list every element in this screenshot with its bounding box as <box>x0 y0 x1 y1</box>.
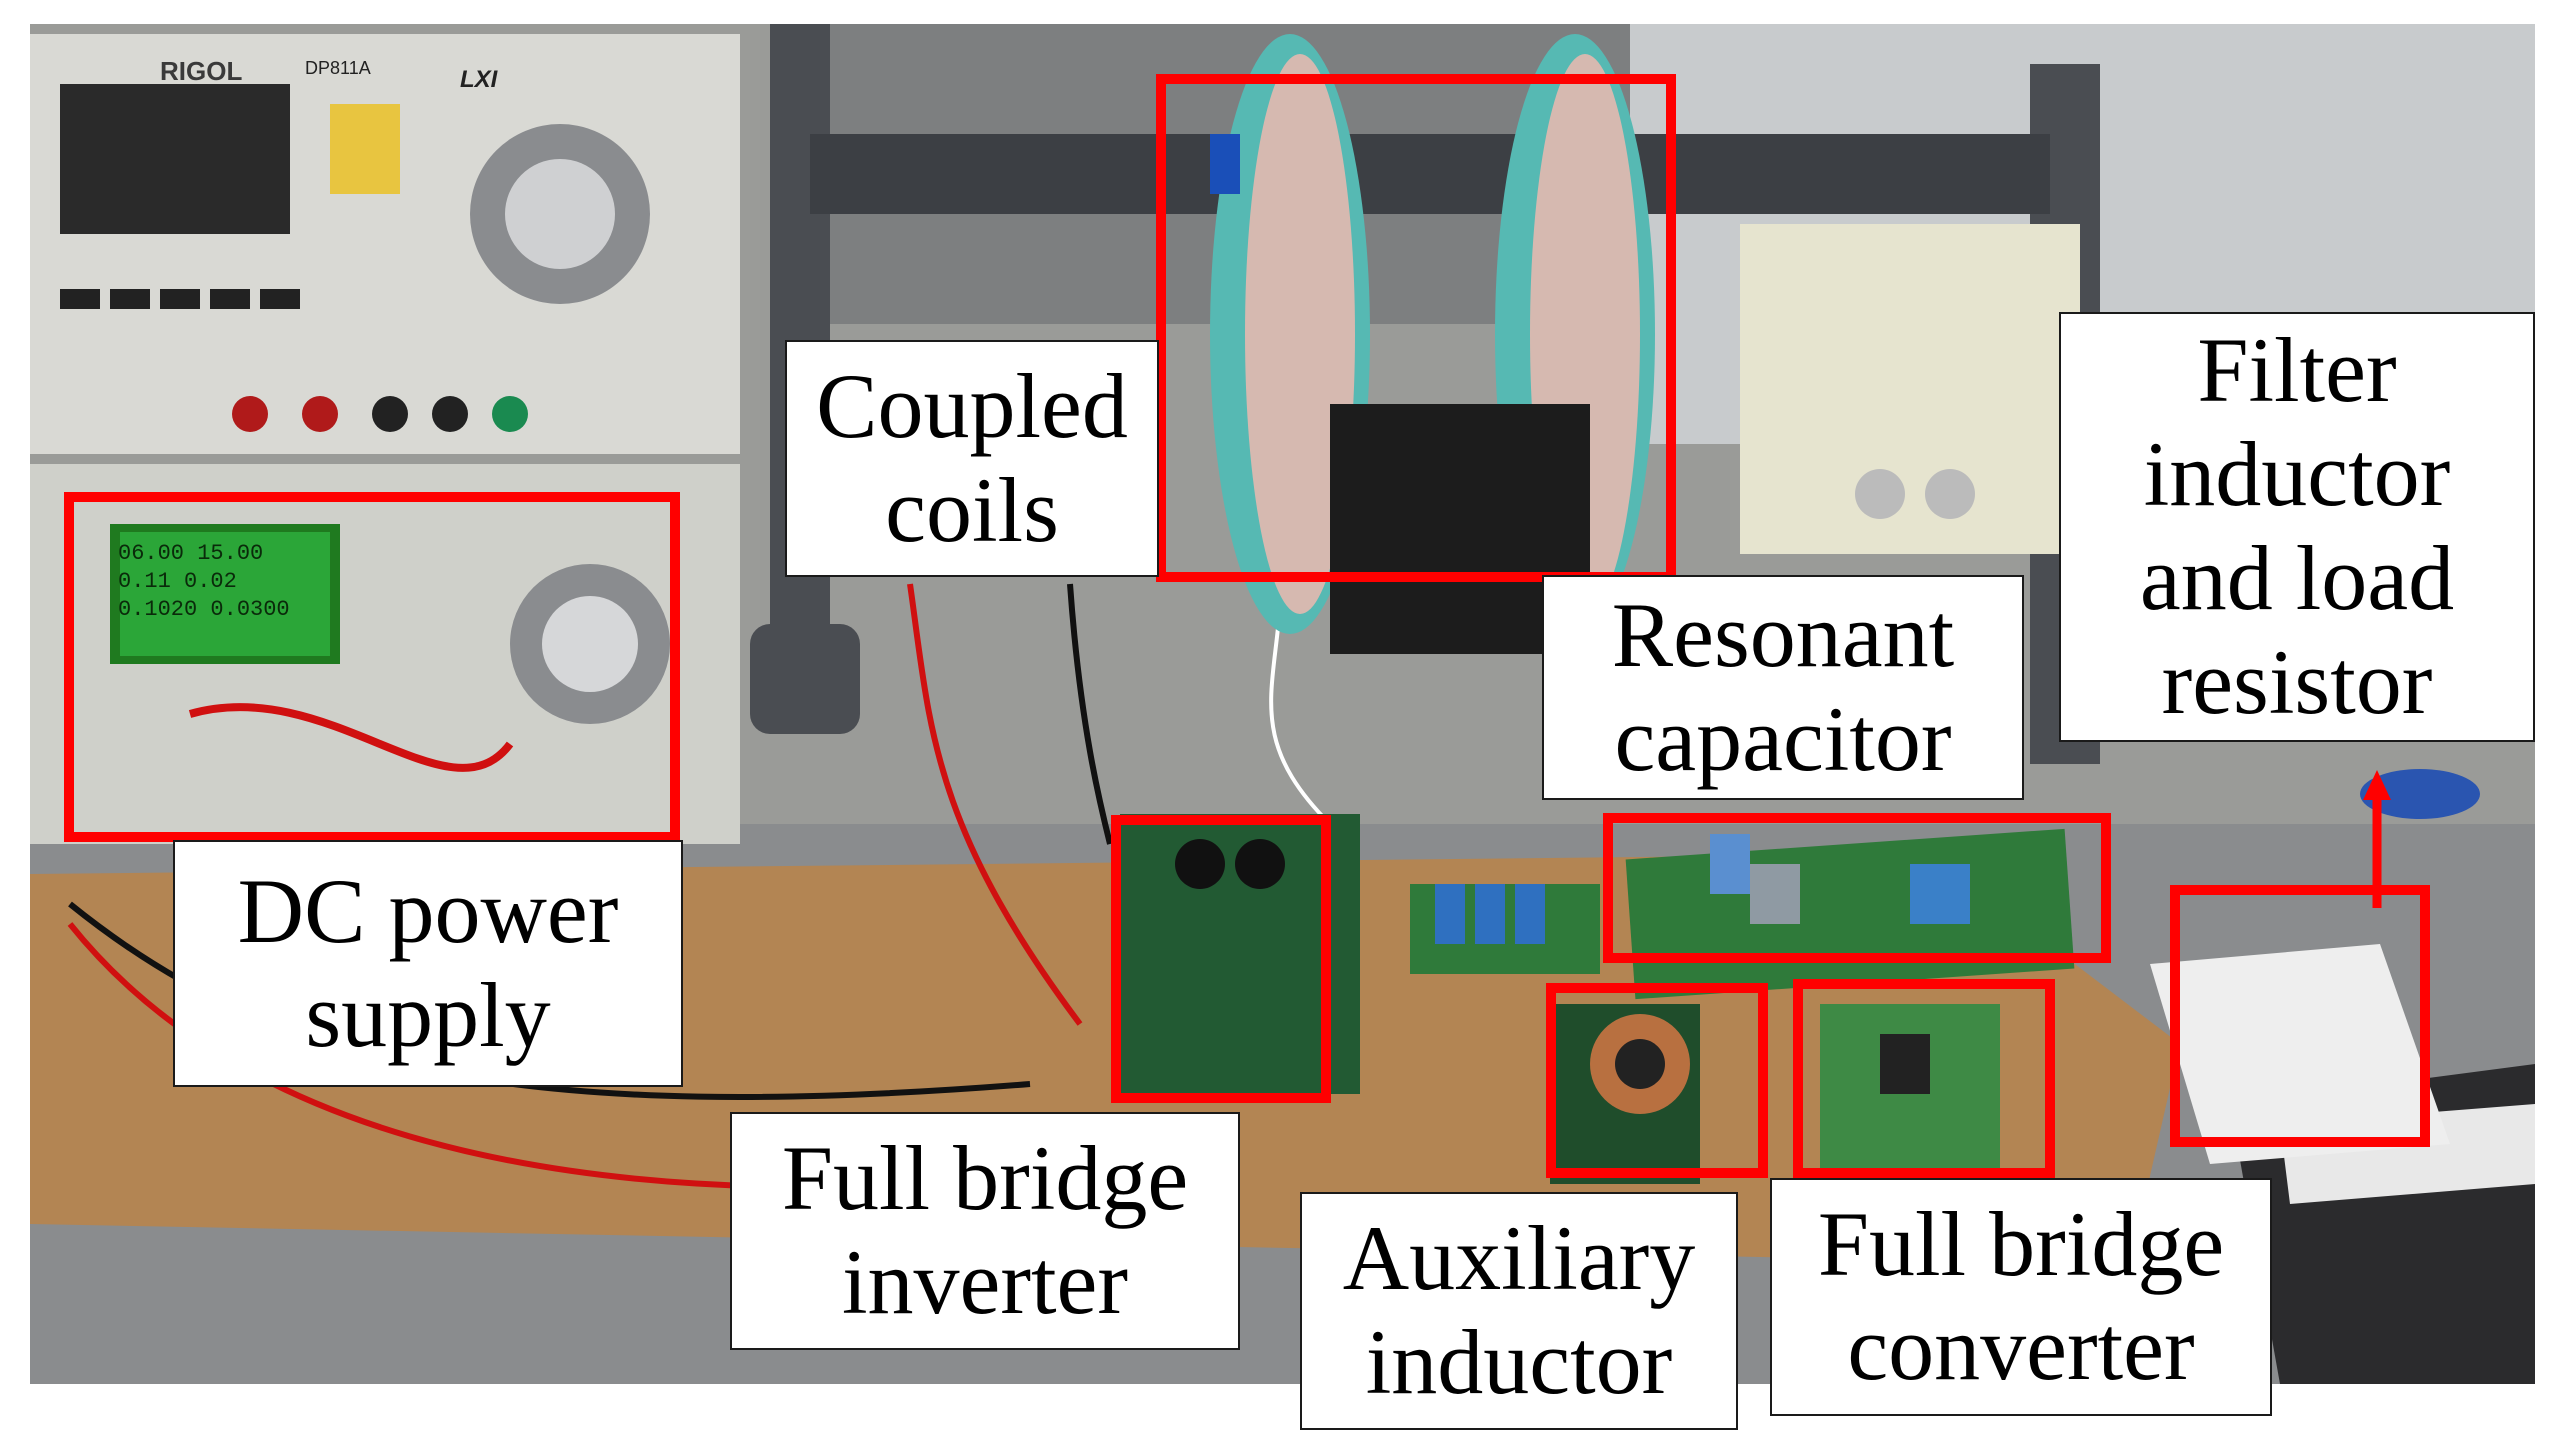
highlight-full-bridge-converter <box>1793 979 2055 1178</box>
highlight-full-bridge-inverter <box>1111 815 1331 1103</box>
readout-value: 0.0300 <box>210 597 290 622</box>
highlight-dc-power-supply <box>64 492 680 842</box>
highlight-coupled-coils <box>1156 74 1676 582</box>
highlight-filter-inductor <box>2170 885 2430 1147</box>
pvc-pipe <box>810 134 2050 214</box>
instrument-model: DP811A <box>305 58 371 78</box>
readout-value: 0.02 <box>184 569 237 594</box>
arrow-up-icon <box>2363 770 2391 908</box>
instrument-brand: RIGOL <box>160 56 243 86</box>
readout-value: 0.1020 <box>118 597 198 622</box>
instrument-readout: 06.00 15.00 0.11 0.02 0.1020 0.0300 <box>118 540 328 624</box>
readout-value: 15.00 <box>197 541 264 566</box>
highlight-auxiliary-inductor <box>1546 983 1768 1178</box>
highlight-resonant-capacitor <box>1603 813 2111 963</box>
readout-value: 0.11 <box>118 569 171 594</box>
instrument-lxi: LXI <box>460 66 498 93</box>
readout-value: 06.00 <box>118 541 185 566</box>
